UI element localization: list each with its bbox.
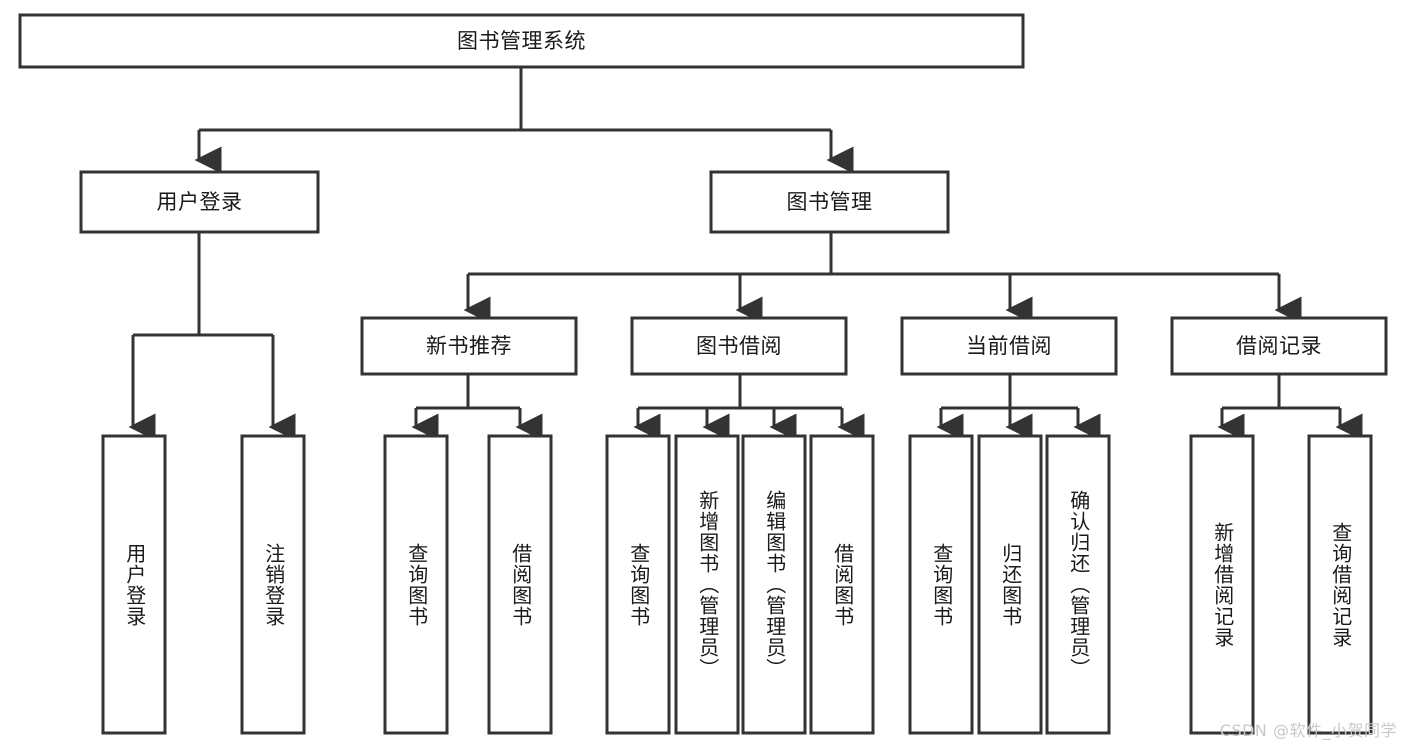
node-box-leaf-current-borrow-2[interactable]: [977, 434, 1043, 735]
node-box-leaf-borrow-record-2[interactable]: [1307, 434, 1373, 735]
node-box-leaf-current-borrow-1[interactable]: [908, 434, 974, 735]
node-box-leaf-book-borrow-4[interactable]: [809, 434, 875, 735]
node-box-user-login[interactable]: [79, 170, 320, 234]
node-box-leaf-book-borrow-1[interactable]: [605, 434, 671, 735]
node-box-book-manage[interactable]: [709, 170, 950, 234]
node-box-root[interactable]: [18, 13, 1025, 69]
node-box-book-borrow[interactable]: [630, 316, 848, 376]
node-box-leaf-new-book-1[interactable]: [383, 434, 449, 735]
node-box-leaf-user-login-1[interactable]: [101, 434, 167, 735]
node-box-leaf-user-login-2[interactable]: [240, 434, 306, 735]
node-box-current-borrow[interactable]: [900, 316, 1118, 376]
node-box-leaf-book-borrow-3[interactable]: [741, 434, 807, 735]
node-box-leaf-borrow-record-1[interactable]: [1189, 434, 1255, 735]
node-box-new-book-recommend[interactable]: [360, 316, 578, 376]
node-box-leaf-current-borrow-3[interactable]: [1045, 434, 1111, 735]
node-box-leaf-new-book-2[interactable]: [487, 434, 553, 735]
node-box-leaf-book-borrow-2[interactable]: [674, 434, 740, 735]
node-box-borrow-record[interactable]: [1170, 316, 1388, 376]
